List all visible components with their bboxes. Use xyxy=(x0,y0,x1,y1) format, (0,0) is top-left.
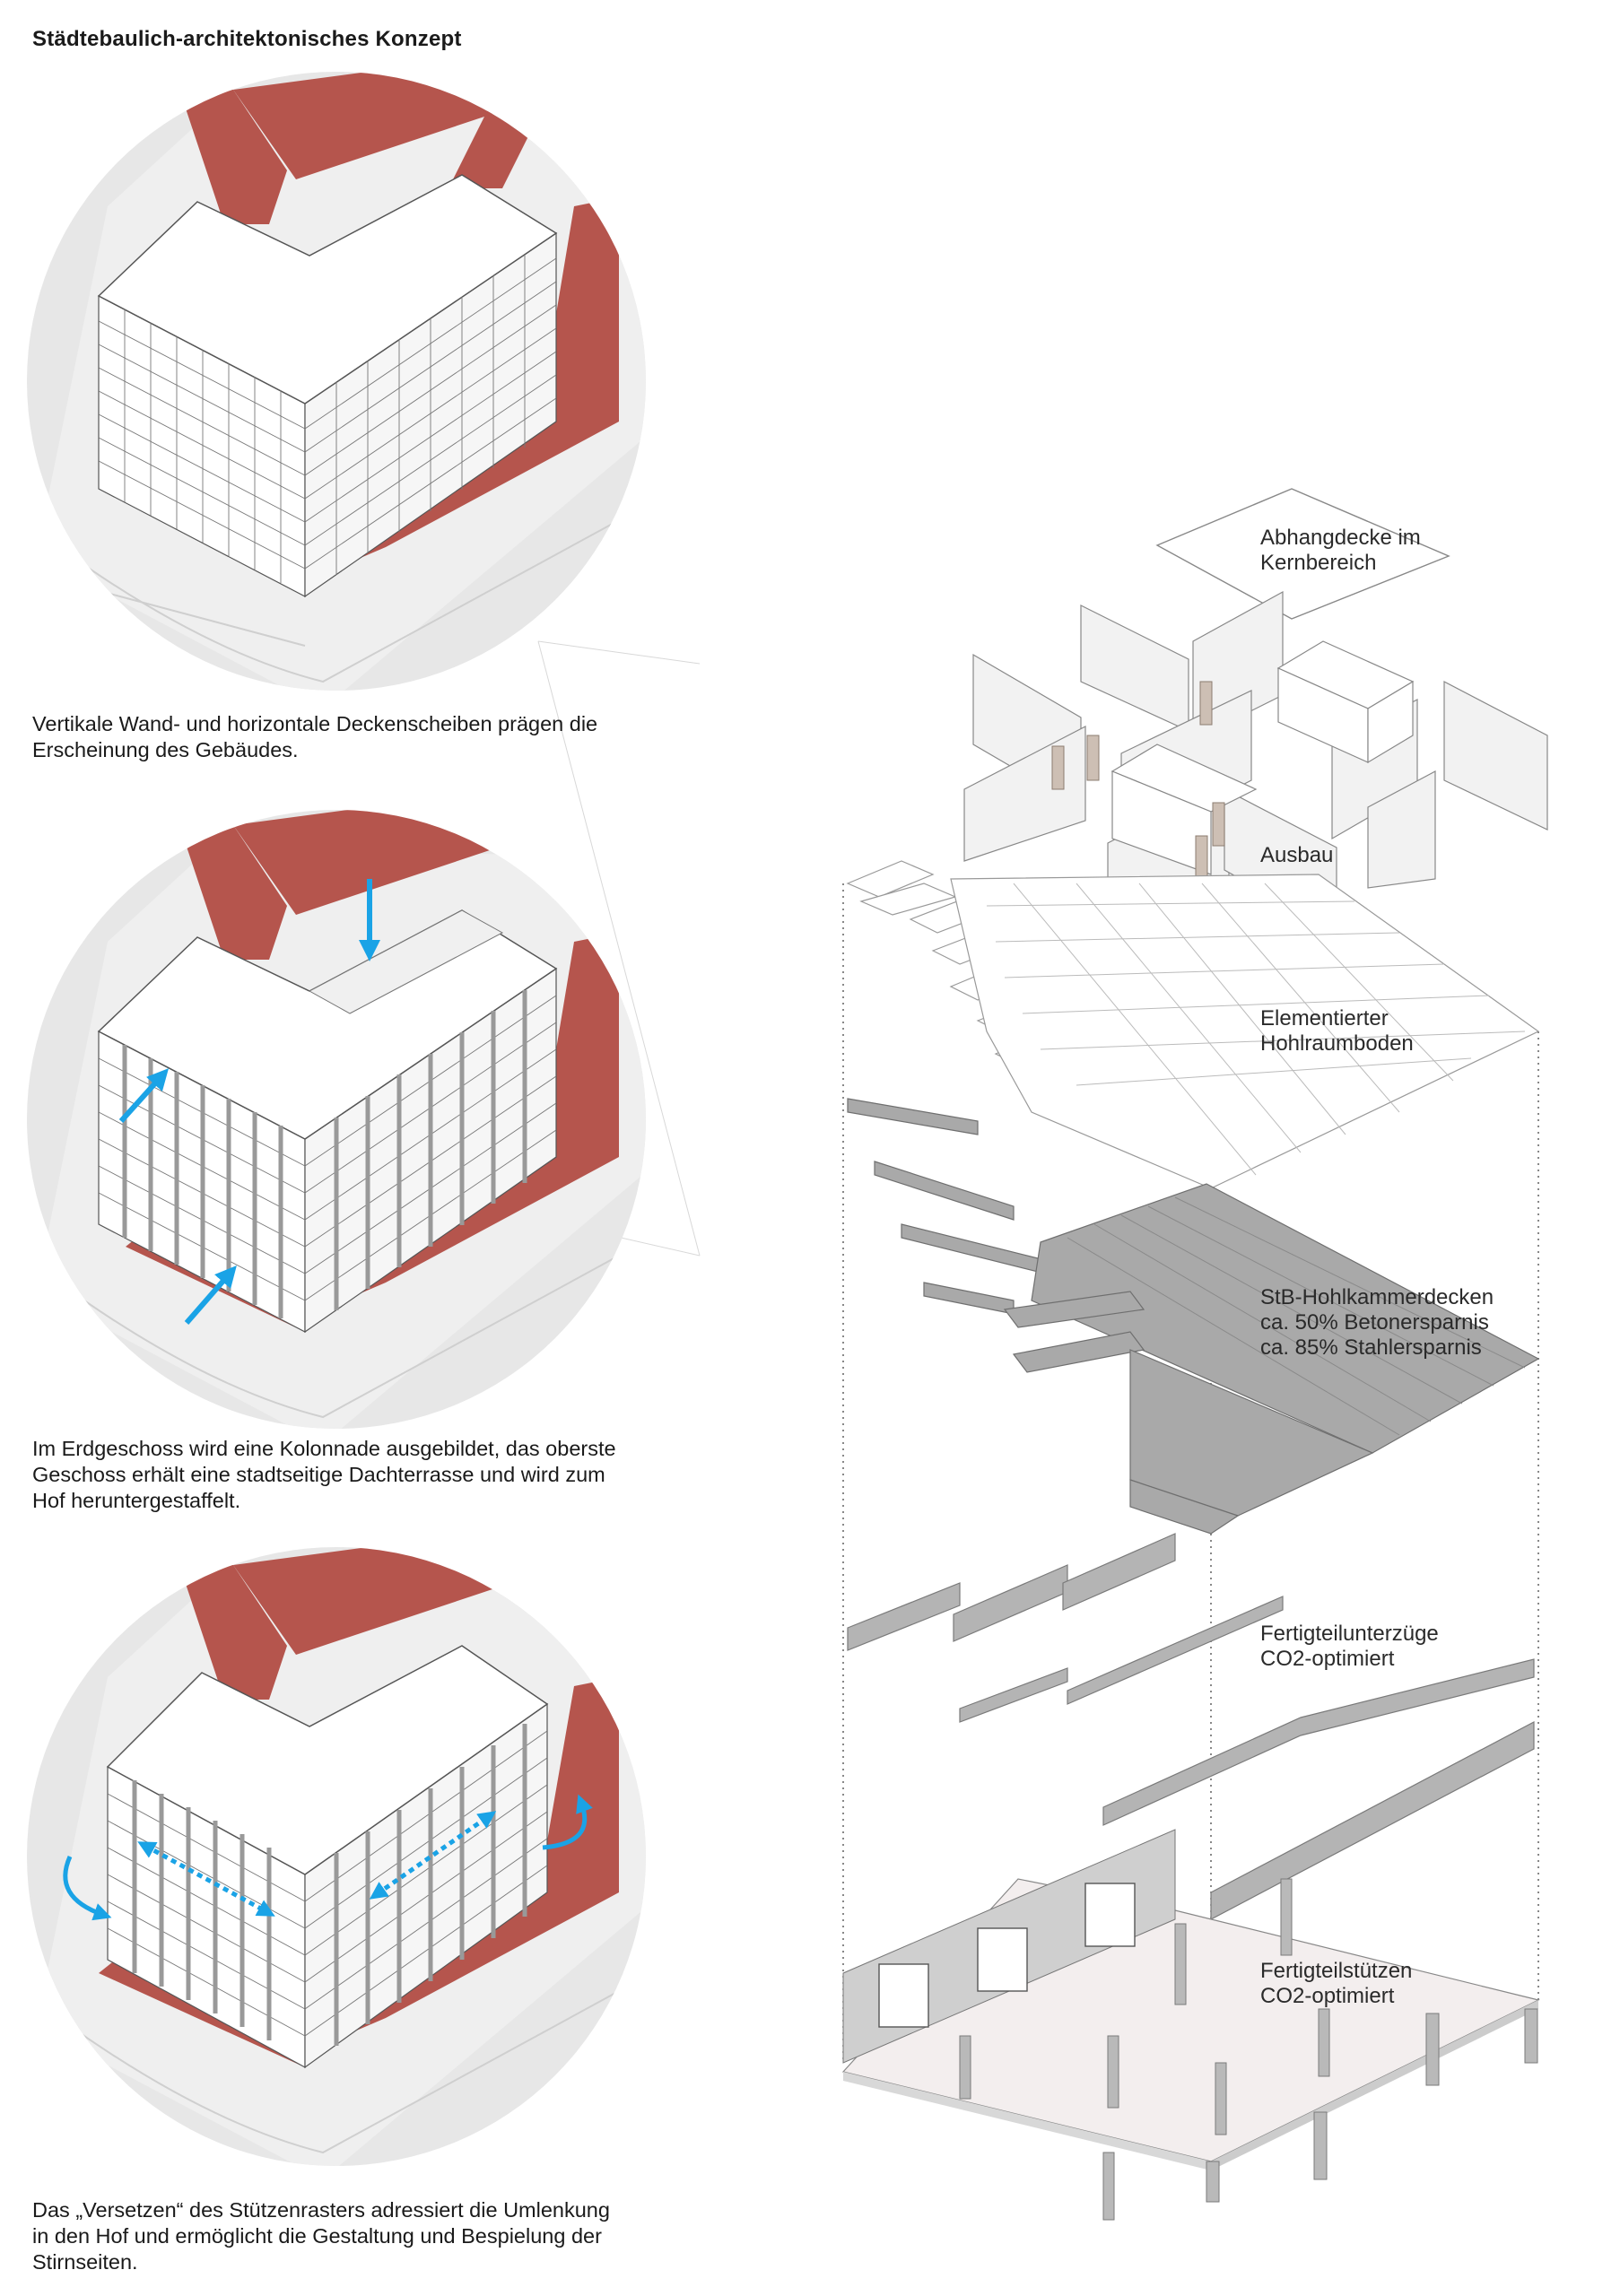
caption-line: Das „Versetzen“ des Stützenrasters adres… xyxy=(32,2198,610,2222)
caption-line: Hof heruntergestaffelt. xyxy=(32,1489,241,1512)
precast-columns-floor xyxy=(841,1829,1540,2221)
label-line: Fertigteilunterzüge xyxy=(1260,1622,1439,1646)
precast-beams xyxy=(847,1533,1535,1920)
layer-label-hollow-core-slabs: StB-Hohlkammerdecken ca. 50% Betonerspar… xyxy=(1260,1285,1494,1361)
label-line: ca. 85% Stahlersparnis xyxy=(1260,1335,1482,1360)
layer-label-raised-floor: Elementierter Hohlraumboden xyxy=(1260,1006,1414,1057)
massing-diagram-3 xyxy=(27,1547,646,2166)
caption-line: in den Hof und ermöglicht die Gestaltung… xyxy=(32,2224,602,2248)
label-line: Kernbereich xyxy=(1260,551,1377,575)
hollow-core-slabs xyxy=(847,1098,1540,1535)
caption-line: Im Erdgeschoss wird eine Kolonnade ausge… xyxy=(32,1437,616,1460)
layer-label-suspended-ceiling: Abhangdecke im Kernbereich xyxy=(1260,526,1421,576)
label-line: CO2-optimiert xyxy=(1260,1647,1395,1671)
label-line: ca. 50% Betonersparnis xyxy=(1260,1310,1489,1335)
label-line: Elementierter xyxy=(1260,1006,1389,1031)
label-line: Hohlraumboden xyxy=(1260,1031,1414,1056)
caption-2: Im Erdgeschoss wird eine Kolonnade ausge… xyxy=(32,1436,616,1514)
massing-diagram-2 xyxy=(27,810,646,1429)
massing-diagram-1 xyxy=(27,72,646,691)
exploded-axonometric xyxy=(841,488,1548,2221)
caption-1: Vertikale Wand- und horizontale Deckensc… xyxy=(32,711,597,763)
layer-label-fit-out: Ausbau xyxy=(1260,843,1333,868)
caption-3: Das „Versetzen“ des Stützenrasters adres… xyxy=(32,2197,610,2275)
label-line: StB-Hohlkammerdecken xyxy=(1260,1285,1494,1309)
caption-line: Stirnseiten. xyxy=(32,2250,138,2274)
caption-line: Vertikale Wand- und horizontale Deckensc… xyxy=(32,712,598,735)
label-line: Abhangdecke im xyxy=(1260,526,1421,550)
label-line: Fertigteilstützen xyxy=(1260,1959,1413,1983)
layer-label-precast-columns: Fertigteilstützen CO2-optimiert xyxy=(1260,1959,1412,2009)
page-title: Städtebaulich-architektonisches Konzept xyxy=(32,27,462,51)
label-line: Ausbau xyxy=(1260,843,1334,867)
label-line: CO2-optimiert xyxy=(1260,1984,1395,2008)
raised-floor-grid xyxy=(846,860,1540,1189)
caption-line: Geschoss erhält eine stadtseitige Dachte… xyxy=(32,1463,605,1486)
caption-line: Erscheinung des Gebäudes. xyxy=(32,738,299,761)
layer-label-precast-beams: Fertigteilunterzüge CO2-optimiert xyxy=(1260,1622,1439,1672)
